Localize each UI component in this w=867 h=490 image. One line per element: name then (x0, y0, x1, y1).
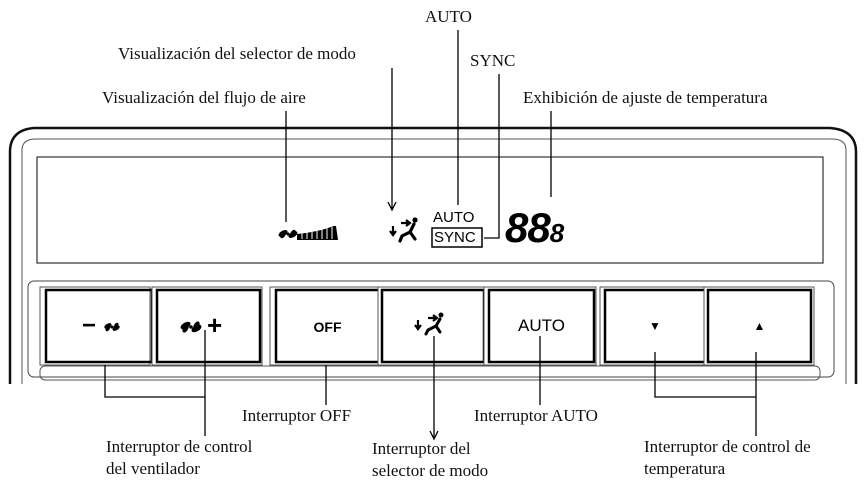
fan-icon (180, 321, 202, 333)
callout-auto: AUTO (425, 7, 472, 26)
fan-icon (104, 322, 120, 332)
fan-decrease-button[interactable] (39, 286, 154, 366)
fan-increase-sign: + (207, 310, 223, 340)
off-button[interactable] (269, 286, 381, 366)
temp-increase-button[interactable] (703, 286, 815, 366)
callout-mode-display: Visualización del selector de modo (118, 44, 356, 63)
temperature-main-digits: 88 (505, 204, 551, 251)
mode-selector-icon (414, 312, 444, 336)
fan-decrease-sign: − (82, 312, 97, 339)
airflow-level-bar (297, 226, 338, 240)
mode-selector-button[interactable] (377, 286, 487, 366)
panel-inner-frame (21, 138, 847, 384)
callout-fan-control-line1: Interruptor de control (106, 437, 253, 456)
callout-fan-control-line2: del ventilador (106, 459, 200, 478)
callout-off-switch: Interruptor OFF (242, 406, 352, 425)
callout-auto-switch: Interruptor AUTO (474, 406, 598, 425)
temp-decrease-arrow: ▼ (649, 319, 661, 333)
callout-temp-control-line1: Interruptor de control de (644, 437, 811, 456)
sync-indicator: SYNC (434, 229, 476, 246)
lcd-mode-icon (389, 217, 418, 243)
auto-indicator: AUTO (433, 209, 475, 226)
lcd-window (36, 156, 824, 264)
callout-mode-switch-line2: selector de modo (372, 461, 489, 480)
leader-lines (104, 30, 757, 441)
callout-fan-control: Interruptor de control del ventilador (106, 436, 252, 480)
temperature-decimal-digit: 8 (549, 218, 565, 248)
fan-increase-button[interactable] (151, 286, 263, 366)
callout-mode-switch-line1: Interruptor del (372, 439, 471, 458)
auto-button-label: AUTO (518, 316, 565, 335)
callout-temp-control: Interruptor de control de temperatura (644, 436, 811, 480)
button-strip-lip (39, 365, 821, 381)
callout-temperature-display: Exhibición de ajuste de temperatura (523, 88, 768, 107)
panel-outer-frame (8, 126, 858, 384)
temperature-readout: 888 (505, 204, 565, 254)
lcd-fan-icon (278, 229, 298, 239)
callout-mode-switch: Interruptor del selector de modo (372, 438, 488, 482)
off-button-label: OFF (313, 319, 342, 335)
callout-airflow-display: Visualización del flujo de aire (102, 88, 306, 107)
callout-temp-control-line2: temperatura (644, 459, 726, 478)
temp-increase-arrow: ▲ (753, 319, 766, 333)
sync-indicator-box (431, 227, 483, 248)
button-strip (27, 280, 835, 378)
callout-sync: SYNC (470, 51, 516, 70)
